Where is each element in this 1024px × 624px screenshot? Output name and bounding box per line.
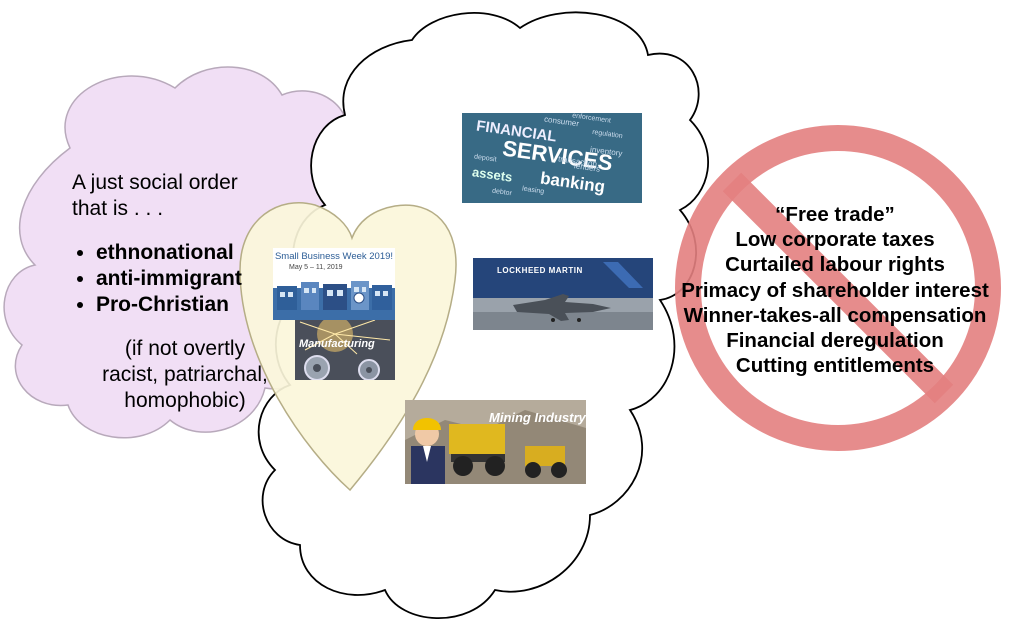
policy-item: Primacy of shareholder interest — [681, 278, 989, 302]
policy-item: Winner-takes-all compensation — [683, 303, 987, 327]
small-business-title: Small Business Week 2019! — [274, 251, 394, 262]
small-business-week-image: Small Business Week 2019! May 5 – 11, 20… — [273, 248, 395, 320]
policy-item: Low corporate taxes — [735, 228, 935, 252]
social-order-text: A just social order that is . . . ethnon… — [72, 170, 322, 414]
lockheed-martin-image: LOCKHEED MARTIN — [473, 258, 653, 330]
small-business-dates: May 5 – 11, 2019 — [289, 264, 343, 271]
policy-item: Cutting entitlements — [735, 354, 935, 378]
intro-line-1: A just social order — [72, 171, 238, 194]
traits-list: ethnonational anti-immigrant Pro-Christi… — [72, 240, 322, 318]
financial-services-image: FINANCIAL SERVICES assets banking consum… — [462, 113, 642, 203]
trait-item: anti-immigrant — [96, 266, 322, 292]
policy-item: Financial deregulation — [726, 329, 944, 353]
intro-line-2: that is . . . — [72, 197, 164, 220]
policy-item: “Free trade” — [775, 203, 895, 226]
mining-industry-image: Mining Industry — [405, 400, 586, 484]
mining-label: Mining Industry — [489, 410, 586, 425]
manufacturing-image: Manufacturing — [295, 320, 395, 380]
manufacturing-label: Manufacturing — [299, 338, 375, 350]
trait-item: ethnonational — [96, 240, 322, 266]
aside-text: (if not overtly racist, patriarchal, hom… — [102, 337, 268, 412]
prohibition-sign — [675, 125, 1001, 451]
lockheed-label: LOCKHEED MARTIN — [497, 266, 583, 275]
policy-item: Curtailed labour rights — [725, 253, 945, 277]
trait-item: Pro-Christian — [96, 292, 322, 318]
policy-list: “Free trade” Low corporate taxes Curtail… — [655, 202, 1015, 378]
